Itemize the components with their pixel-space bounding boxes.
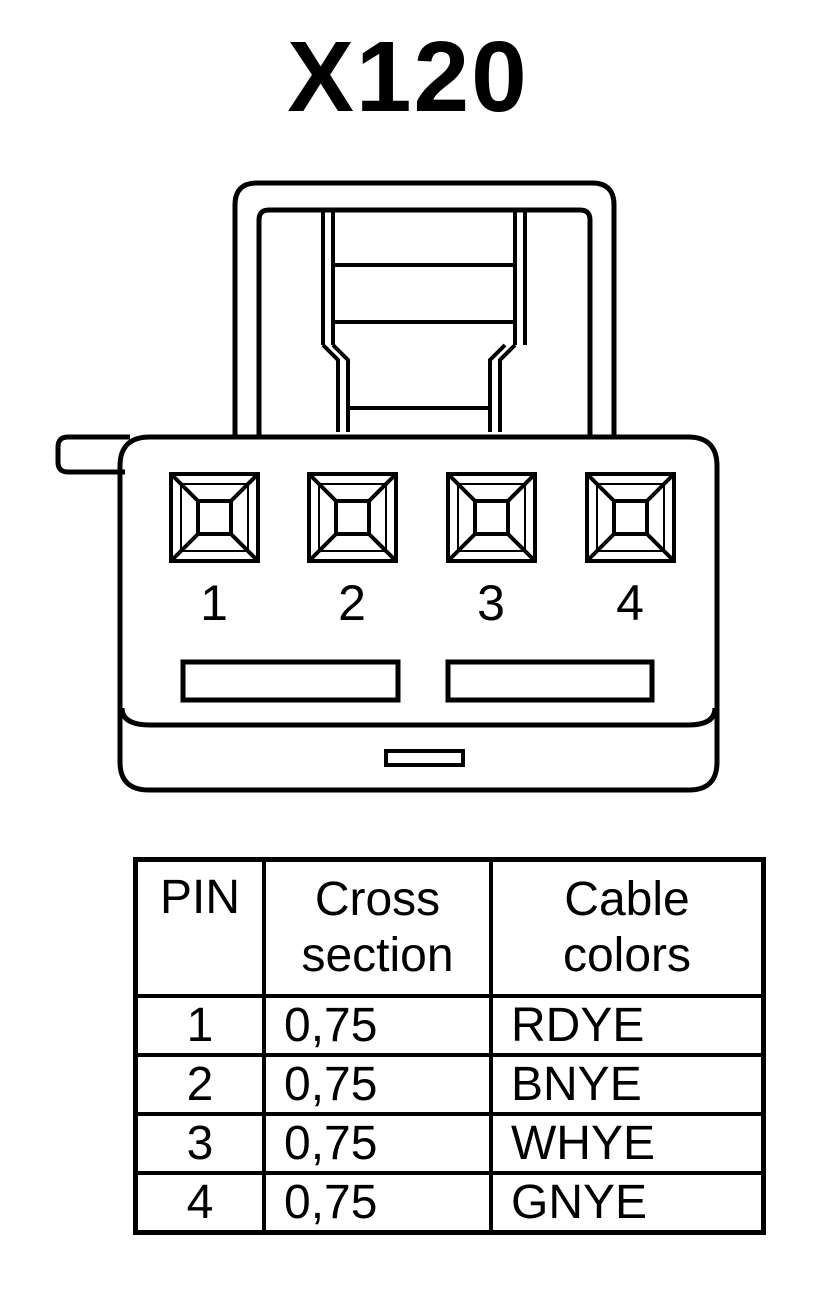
housing-body — [117, 434, 720, 793]
cell-cross-section: 0,75 — [262, 1112, 493, 1175]
header-cable-colors: Cable colors — [489, 857, 766, 998]
header-cable-colors-line-2: colors — [562, 929, 692, 982]
pin-cavity — [307, 472, 398, 563]
header-pin: PIN — [133, 857, 266, 998]
cell-cable-color: BNYE — [489, 1053, 766, 1116]
cell-cross-section: 0,75 — [262, 1053, 493, 1116]
header-cross-section-line-2: section — [301, 929, 454, 982]
pin-label: 2 — [338, 575, 366, 631]
cell-pin: 1 — [133, 994, 266, 1057]
latch-frame — [232, 180, 617, 438]
cell-cable-color: GNYE — [489, 1171, 766, 1235]
pin-label: 1 — [200, 575, 228, 631]
latch-tongue — [321, 210, 527, 432]
key-slot-left — [180, 659, 401, 703]
pin-label: 4 — [616, 575, 644, 631]
cell-cable-color: RDYE — [489, 994, 766, 1057]
cell-cross-section: 0,75 — [262, 1171, 493, 1235]
pin-cavity — [585, 472, 676, 563]
cell-pin: 2 — [133, 1053, 266, 1116]
side-tab — [55, 434, 130, 475]
connector-title: X120 — [287, 21, 529, 133]
bottom-notch — [384, 749, 465, 767]
table-header-row: PIN Cross section Cable colors — [133, 857, 766, 998]
table-row: 3 0,75 WHYE — [133, 1112, 766, 1175]
connector-diagram — [55, 180, 720, 793]
key-slot-right — [445, 659, 655, 703]
header-cross-section: Cross section — [262, 857, 493, 998]
cell-cable-color: WHYE — [489, 1112, 766, 1175]
header-cross-section-line-1: Cross — [314, 873, 441, 926]
table-row: 2 0,75 BNYE — [133, 1053, 766, 1116]
pin-label: 3 — [477, 575, 505, 631]
housing-step — [119, 707, 718, 728]
cell-pin: 4 — [133, 1171, 266, 1235]
pin-cavity — [169, 472, 260, 563]
pin-assignment-table: PIN Cross section Cable colors 1 0,75 RD… — [133, 857, 766, 1235]
table-row: 4 0,75 GNYE — [133, 1171, 766, 1235]
cell-cross-section: 0,75 — [262, 994, 493, 1057]
cell-pin: 3 — [133, 1112, 266, 1175]
pin-cavity — [446, 472, 537, 563]
table-row: 1 0,75 RDYE — [133, 994, 766, 1057]
header-cable-colors-line-1: Cable — [564, 873, 690, 926]
